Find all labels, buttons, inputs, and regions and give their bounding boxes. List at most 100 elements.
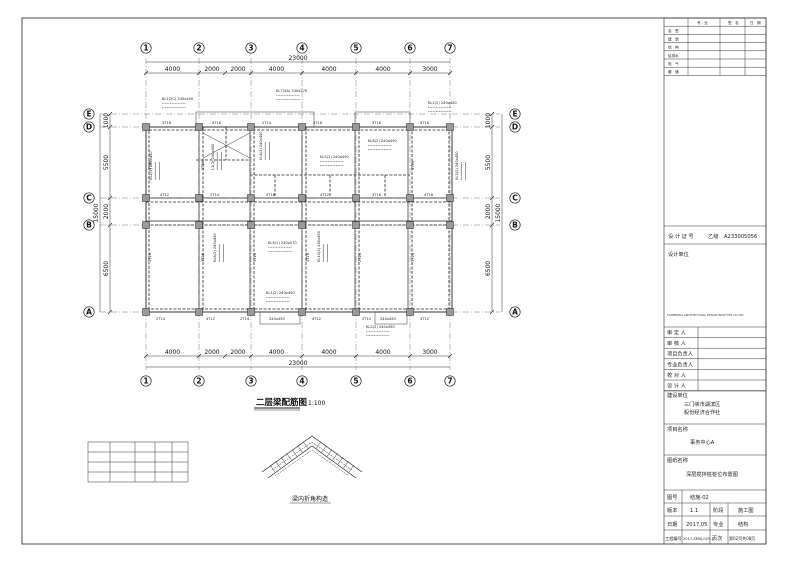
date-label: 日期 (667, 521, 677, 528)
rebar-tag: 4T12 (160, 193, 169, 197)
column (446, 221, 454, 229)
axis-label-1: 1 (143, 377, 148, 386)
version: 1.1 (690, 508, 698, 514)
column (352, 123, 360, 131)
axis-label-2: 2 (196, 377, 201, 386)
role-label: 设 计 人 (667, 382, 686, 390)
column (142, 221, 150, 229)
beam-corner-detail: 梁内折角构造 (261, 435, 363, 504)
rebar-tag-vertical: 3T16 (411, 160, 415, 170)
axis-bubble-C (83, 192, 95, 204)
axis-bubble-4 (296, 375, 308, 387)
column (142, 194, 150, 202)
project-no: 2017-SMSJ-029-1 (683, 537, 714, 541)
axis-label-E: E (512, 110, 517, 119)
cert-grade: 乙级 (708, 232, 718, 240)
column (298, 308, 306, 316)
axis-bubble-C (509, 192, 521, 204)
axis-bubble-5 (350, 42, 362, 54)
axis-bubble-7 (444, 42, 456, 54)
sheet-border (21, 17, 767, 545)
column (247, 221, 255, 229)
axis-bubble-4 (296, 42, 308, 54)
rebar-tag: 4T12 (312, 317, 321, 321)
axis-label-3: 3 (248, 377, 253, 386)
signature-row-label: 结 构 (668, 45, 679, 50)
beam-outlines (145, 111, 453, 325)
axis-label-D: D (512, 123, 518, 132)
drawing-label: 图纸名称 (667, 456, 688, 464)
axis-label-C: C (512, 194, 518, 203)
axis-label-1: 1 (143, 44, 148, 53)
dimension-segment: 4000 (321, 349, 336, 356)
schedule-table (87, 441, 189, 483)
role-label: 项目负责人 (667, 350, 693, 358)
rebar-tag-vertical: 3T16 (201, 160, 205, 170)
design-unit-en: SANMENXIA ARCHITECTURAL DESIGN INSTITUTE… (667, 313, 744, 317)
column (195, 123, 203, 131)
beam-note: KL1(2) 240x450 (266, 291, 295, 295)
axis-bubble-B (509, 219, 521, 231)
column (195, 308, 203, 316)
column (406, 194, 414, 202)
date: 2017.05 (686, 522, 707, 528)
axis-label-6: 6 (407, 377, 412, 386)
column (446, 194, 454, 202)
beam-note: KL4(3) 240x450 (259, 131, 263, 160)
signature-row-label: 电 气 (668, 61, 679, 66)
rebar-tag: 2T14 (262, 121, 272, 125)
axis-label-7: 7 (447, 44, 452, 53)
rebar-tag: 2T14 (240, 317, 250, 321)
dimension-segment: 2000 (485, 204, 492, 219)
client-name-1: 三门峡市湖滨区 (684, 400, 720, 408)
axis-bubble-2 (193, 42, 205, 54)
axis-bubble-3 (245, 375, 257, 387)
beam-note: KL9(1) 240x570 (268, 241, 297, 245)
dimension-segment: 6500 (103, 261, 110, 276)
beam-note: KL7(3A) 240x570 (276, 89, 308, 93)
axis-label-B: B (512, 221, 518, 230)
axis-bubble-1 (140, 375, 152, 387)
axis-bubble-B (83, 219, 95, 231)
dimension-segment: 2000 (204, 349, 219, 356)
version-label: 版本 (667, 506, 677, 514)
column (195, 221, 203, 229)
dimension-segment: 2000 (204, 66, 219, 73)
client-name-2: 股份经济合作社 (684, 408, 720, 416)
discipline-label: 专业 (713, 520, 723, 528)
axis-bubble-5 (350, 375, 362, 387)
drawing-no: 结施-02 (690, 493, 709, 501)
drawing-no-label: 图号 (667, 494, 677, 501)
axis-label-B: B (86, 221, 92, 230)
column (352, 308, 360, 316)
beam-note: KL1(2) 240x450 (428, 101, 457, 105)
dimension-segment: 2000 (230, 66, 245, 73)
dimension-segment: 4000 (321, 66, 336, 73)
page: 第02页共08页 (729, 535, 755, 541)
bottom-beam-size: 240x450 (269, 317, 286, 321)
dimension-segment: 4000 (375, 349, 390, 356)
column (298, 194, 306, 202)
axis-label-C: C (86, 194, 92, 203)
rebar-tag-vertical: 3T16 (411, 252, 415, 262)
signature-col-header: 日 期 (750, 20, 761, 25)
beam-note: KL6(3) 240x450 (213, 233, 217, 262)
beam-note: KL8(2) 240x450 (368, 139, 397, 143)
beam-note: KL3(2) 240x450 (455, 151, 459, 180)
dimension-total: 23000 (288, 55, 307, 62)
axis-label-3: 3 (248, 44, 253, 53)
axis-bubble-6 (404, 42, 416, 54)
axis-bubble-E (83, 108, 95, 120)
axis-label-A: A (86, 308, 92, 317)
axis-bubble-A (509, 306, 521, 318)
dimension-segment: 4000 (165, 349, 180, 356)
dimension-total: 15000 (495, 203, 502, 222)
rebar-tag-vertical: 3T16 (148, 160, 152, 170)
dimension-segment: 4000 (375, 66, 390, 73)
rebar-tag: 2T14 (156, 317, 166, 321)
axis-bubble-7 (444, 375, 456, 387)
dimension-segment: 1000 (485, 113, 492, 128)
